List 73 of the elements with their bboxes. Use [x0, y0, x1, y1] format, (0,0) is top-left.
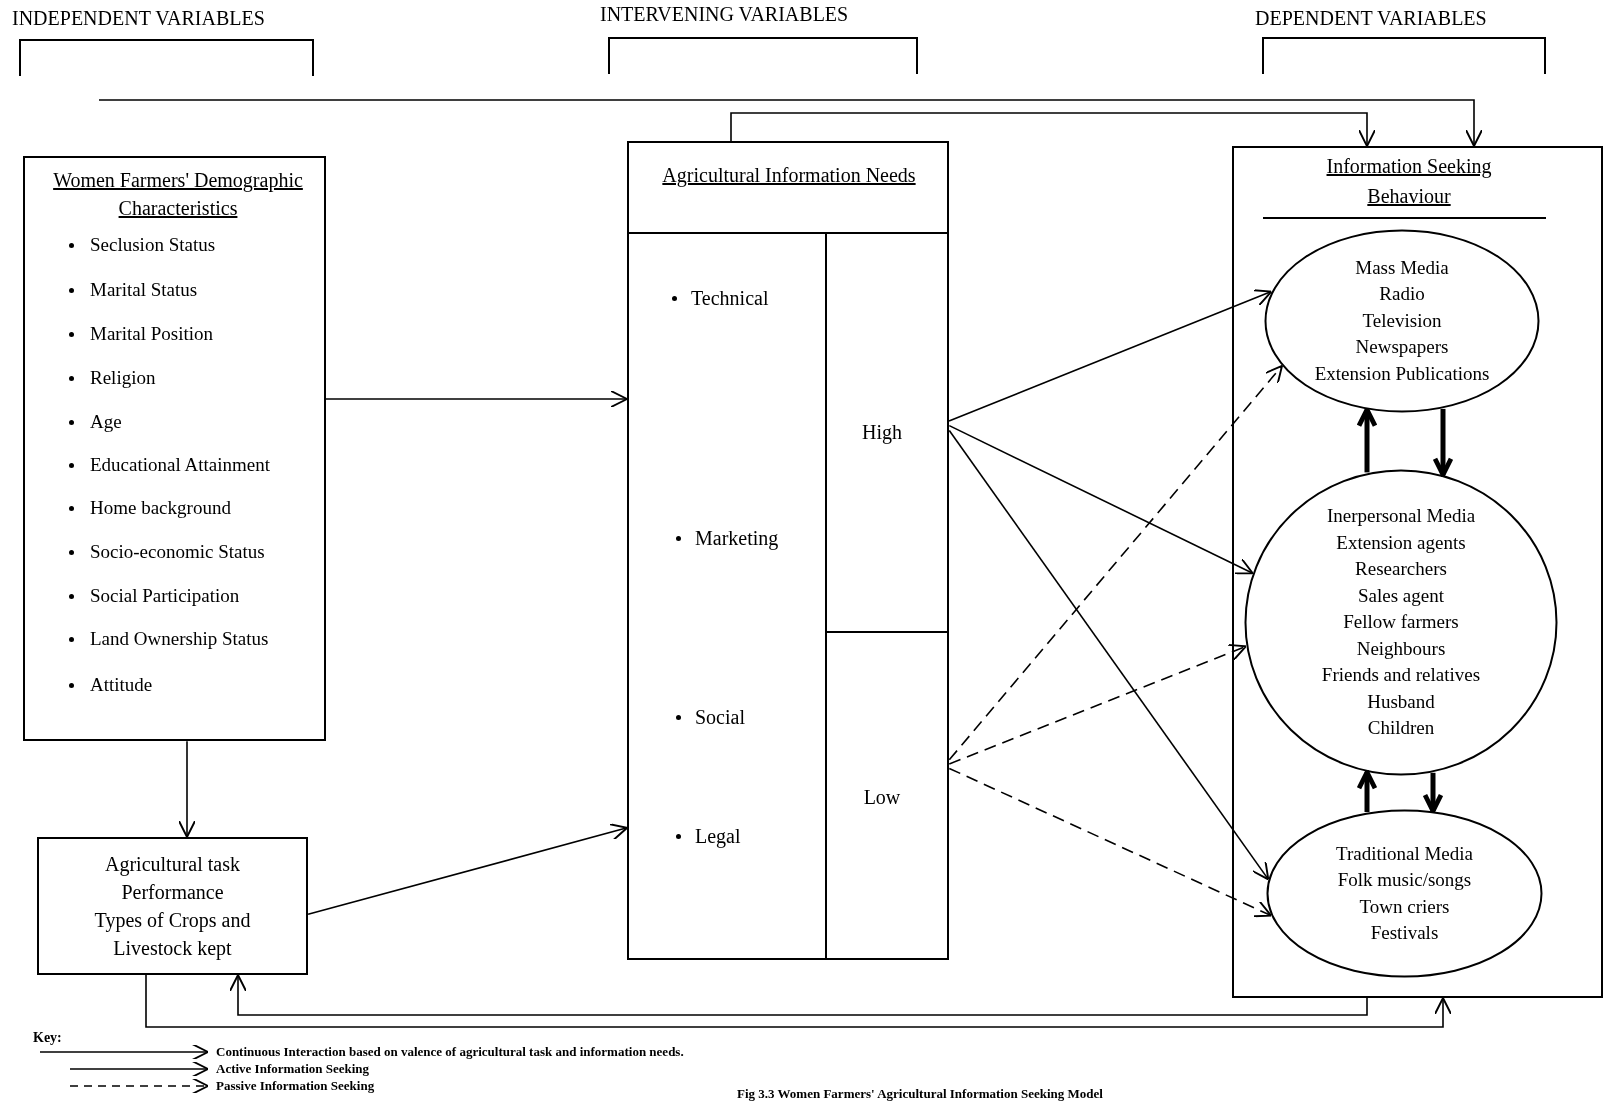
list-item: Socio-economic Status — [90, 540, 265, 564]
ellipse-heading: Traditional Media — [1335, 841, 1473, 866]
list-item: Land Ownership Status — [90, 627, 269, 651]
level-cell — [825, 232, 949, 633]
column-heading: INTERVENING VARIABLES — [600, 2, 849, 26]
arrow — [730, 112, 1376, 148]
list-item: Marital Status — [90, 278, 198, 302]
arrow — [1422, 772, 1444, 814]
figure-caption: Fig 3.3 Women Farmers' Agricultural Information Seeking Model — [737, 1086, 1103, 1102]
list-item: Educational Attainment — [90, 453, 270, 477]
media-item: Children — [1367, 716, 1435, 741]
arrow — [1356, 407, 1378, 473]
arrow — [145, 974, 1452, 1028]
media-item: Festivals — [1370, 921, 1439, 945]
ellipse-heading: Mass Media — [1355, 255, 1449, 280]
arrow — [307, 823, 629, 916]
need-item: Legal — [695, 824, 741, 849]
media-item: Radio — [1379, 282, 1425, 307]
arrow — [325, 390, 628, 408]
media-ellipse — [1264, 229, 1540, 413]
arrow — [948, 364, 1283, 761]
box-heading: Information Seeking Behaviour — [1325, 154, 1493, 209]
media-ellipse — [1244, 469, 1558, 776]
factor-box — [37, 837, 308, 975]
media-item: Folk music/songs — [1337, 868, 1472, 892]
media-item: Extension Publications — [1314, 361, 1490, 386]
list-item: Attitude — [90, 673, 153, 697]
arrow — [948, 424, 1254, 575]
media-item: Friends and relatives — [1321, 663, 1481, 688]
media-item: Researchers — [1355, 557, 1447, 582]
arrow — [948, 767, 1273, 918]
media-item: Husband — [1367, 689, 1435, 714]
box-heading: Agricultural Information Needs — [661, 163, 917, 189]
list-item: Age — [90, 410, 122, 434]
arrow — [948, 643, 1247, 765]
arrow — [229, 974, 1368, 1016]
legend-text: Passive Information Seeking — [216, 1078, 375, 1094]
box-text: Types of Crops and Livestock kept — [93, 908, 252, 962]
media-item: Extension agents — [1336, 530, 1466, 555]
arrow — [948, 429, 1270, 881]
ellipse-heading: Inerpersonal Media — [1326, 504, 1476, 529]
key-heading: Key: — [33, 1030, 62, 1046]
factor-box — [23, 156, 326, 741]
behaviour-box — [1232, 146, 1603, 998]
column-heading: INDEPENDENT VARIABLES — [12, 6, 265, 30]
need-item: Technical — [691, 286, 769, 311]
media-item: Fellow farmers — [1343, 610, 1459, 635]
list-item: Marital Position — [90, 322, 213, 346]
list-item: Home background — [90, 496, 231, 520]
legend-text: Active Information Seeking — [216, 1061, 370, 1077]
arrow — [98, 99, 1483, 147]
arrow — [1356, 769, 1378, 812]
list-item: Social Participation — [90, 584, 240, 608]
need-item: Social — [695, 705, 745, 730]
media-ellipse — [1266, 809, 1543, 978]
list-item: Seclusion Status — [90, 233, 216, 257]
list-item: Religion — [90, 366, 156, 390]
media-item: Town criers — [1359, 894, 1450, 919]
box-heading: Women Farmers' Demographic Characteristics — [53, 168, 303, 221]
need-item: Marketing — [695, 526, 779, 551]
level-label: Low — [863, 784, 901, 810]
media-item: Neighbours — [1356, 636, 1446, 661]
media-item: Newspapers — [1355, 335, 1449, 360]
needs-box — [627, 141, 949, 960]
arrow — [1432, 408, 1454, 478]
box-text: Agricultural task Performance — [104, 852, 241, 905]
media-item: Television — [1362, 308, 1442, 333]
legend-text: Continuous Interaction based on valence of agricultural task and information needs. — [216, 1044, 684, 1060]
arrow — [178, 740, 196, 838]
column-heading: DEPENDENT VARIABLES — [1255, 6, 1487, 30]
media-item: Sales agent — [1358, 583, 1444, 608]
arrow — [948, 289, 1273, 422]
level-label: High — [862, 419, 902, 445]
